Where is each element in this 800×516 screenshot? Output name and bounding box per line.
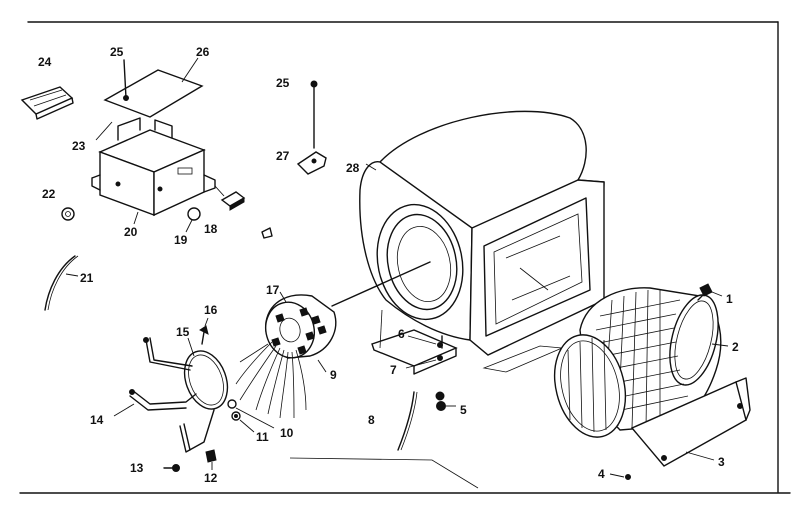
label-part-12: 12	[204, 471, 218, 485]
part-12-bolt	[205, 449, 217, 470]
part-19-bushing	[185, 207, 201, 233]
label-part-28: 28	[346, 161, 360, 175]
part-25-screw-left	[123, 59, 129, 101]
part-10-washer	[227, 399, 275, 429]
part-25-screw-center	[310, 80, 318, 149]
label-part-25-center: 25	[276, 76, 290, 90]
label-part-3: 3	[718, 455, 725, 469]
label-part-18: 18	[204, 222, 218, 236]
part-21-wire	[44, 255, 79, 311]
label-part-23: 23	[72, 139, 86, 153]
part-28-blower-housing	[359, 110, 605, 356]
label-part-14: 14	[90, 413, 104, 427]
label-part-1: 1	[726, 292, 733, 306]
label-part-25-left: 25	[110, 45, 124, 59]
part-20-control-box	[91, 117, 216, 225]
label-part-11: 11	[256, 430, 269, 444]
motor-lead-wires	[235, 341, 307, 419]
label-part-27: 27	[276, 149, 290, 163]
label-part-4: 4	[598, 467, 605, 481]
part-8-strap	[397, 391, 418, 451]
part-9-motor	[265, 291, 337, 373]
part-18-connector	[214, 185, 246, 211]
label-part-9: 9	[330, 368, 337, 382]
label-part-22: 22	[42, 187, 56, 201]
label-part-24: 24	[38, 55, 52, 69]
label-part-26: 26	[196, 45, 210, 59]
label-part-6: 6	[398, 327, 405, 341]
label-part-7: 7	[390, 363, 397, 377]
part-16-screw	[199, 317, 209, 345]
part-13-bolt	[163, 464, 180, 472]
label-part-20: 20	[124, 225, 138, 239]
part-15-mount-band	[183, 337, 229, 410]
small-clip	[261, 227, 273, 239]
part-4-screw	[609, 473, 631, 480]
motor-shaft	[239, 261, 431, 363]
label-part-15: 15	[176, 325, 190, 339]
part-14-mount-arms	[113, 337, 215, 453]
label-part-13: 13	[130, 461, 144, 475]
part-22-bushing	[61, 207, 75, 221]
label-part-5: 5	[460, 403, 467, 417]
diagram-frame	[19, 21, 791, 494]
part-7-bracket	[371, 309, 458, 375]
part-3-plate	[630, 377, 751, 467]
label-part-2: 2	[732, 340, 739, 354]
part-11-nut	[231, 411, 255, 433]
label-part-17: 17	[266, 283, 280, 297]
label-part-16: 16	[204, 303, 218, 317]
part-number-labels: 24 25 26 23 22 20 19 18 21 25 27 28 17 1…	[38, 45, 739, 485]
part-24-pad	[20, 86, 74, 120]
part-5-grommet	[435, 391, 456, 411]
part-26-cover-plate	[103, 57, 204, 118]
part-1-screw	[697, 283, 723, 301]
label-part-10: 10	[280, 426, 294, 440]
label-part-21: 21	[80, 271, 94, 285]
label-part-8: 8	[368, 413, 375, 427]
part-2-blower-wheel	[553, 287, 729, 438]
part-27-clip	[296, 151, 327, 175]
label-part-19: 19	[174, 233, 188, 247]
